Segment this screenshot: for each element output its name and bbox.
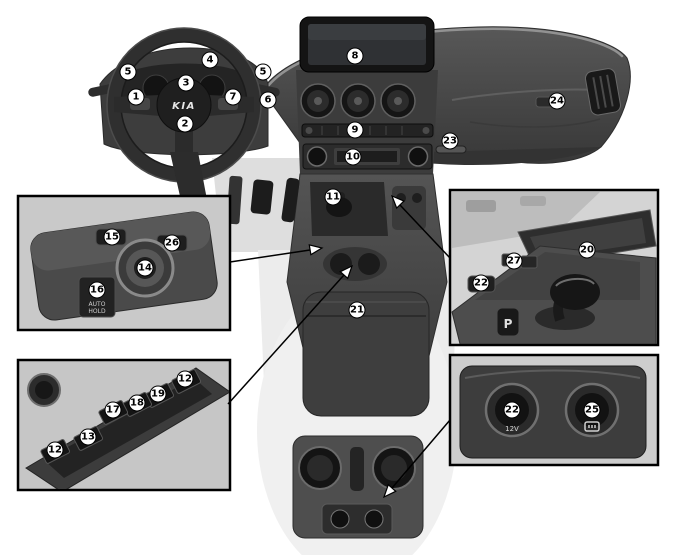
center-air-vent-right bbox=[380, 83, 416, 119]
arrow-power-outlets bbox=[382, 483, 397, 499]
display-glare bbox=[308, 24, 426, 40]
park-button bbox=[496, 307, 520, 337]
gear-shift-knob bbox=[326, 197, 352, 217]
side-air-vent bbox=[585, 68, 621, 116]
shift-lever-knob bbox=[550, 274, 600, 310]
shifter-boot bbox=[535, 306, 595, 330]
mode-button-2 bbox=[520, 255, 538, 269]
rear-console bbox=[292, 435, 424, 539]
climate-control-panel bbox=[302, 143, 433, 170]
kia-logo: KIA bbox=[172, 101, 196, 112]
brake-pedal bbox=[250, 179, 274, 215]
auto-hold-label-2: HOLD bbox=[88, 308, 106, 315]
center-air-vent-middle bbox=[340, 83, 376, 119]
center-air-vent-left bbox=[300, 83, 336, 119]
arrow-shifter bbox=[390, 194, 405, 210]
auto-hold-label-1: AUTO bbox=[89, 301, 106, 308]
callout-connectors bbox=[227, 194, 451, 499]
outlet-12v-label: 12V bbox=[505, 425, 519, 433]
arrow-switch-panel bbox=[339, 264, 354, 280]
connector-switch-panel bbox=[227, 274, 345, 405]
arrow-drive-mode bbox=[308, 244, 324, 256]
park-button-label: P bbox=[504, 317, 513, 331]
connector-shifter bbox=[399, 204, 451, 259]
audio-control-strip bbox=[301, 123, 434, 138]
inset-drive-mode: AUTO HOLD bbox=[16, 194, 232, 332]
center-stack bbox=[296, 16, 438, 174]
inset-shifter-console: P bbox=[448, 188, 660, 347]
dash-lever-handle bbox=[435, 145, 467, 154]
wheel-buttons-right bbox=[218, 98, 238, 110]
rear-console-slot bbox=[350, 447, 364, 491]
console-armrest bbox=[302, 291, 430, 417]
climate-display bbox=[337, 151, 397, 162]
climate-knob-left bbox=[306, 146, 328, 167]
connector-drive-mode bbox=[229, 249, 311, 263]
accelerator-pedal bbox=[281, 177, 300, 223]
rear-outlet-left bbox=[330, 509, 350, 529]
climate-knob-right bbox=[407, 146, 429, 167]
inset-switch-panel bbox=[16, 358, 232, 492]
usb-icon bbox=[584, 421, 600, 432]
dash-trim-line bbox=[451, 88, 599, 101]
glovebox-seam bbox=[469, 118, 601, 128]
steering-column bbox=[170, 152, 208, 205]
mode-button-1 bbox=[501, 253, 519, 267]
console-switch bbox=[467, 275, 496, 293]
rear-outlet-right bbox=[364, 509, 384, 529]
dash-usb-port bbox=[535, 96, 563, 108]
inset-power-outlets: 12V bbox=[448, 353, 660, 467]
parking-brake-switch bbox=[95, 228, 127, 246]
wheel-buttons-left bbox=[130, 98, 150, 110]
connector-power-outlets bbox=[391, 419, 451, 489]
center-console bbox=[286, 173, 448, 417]
